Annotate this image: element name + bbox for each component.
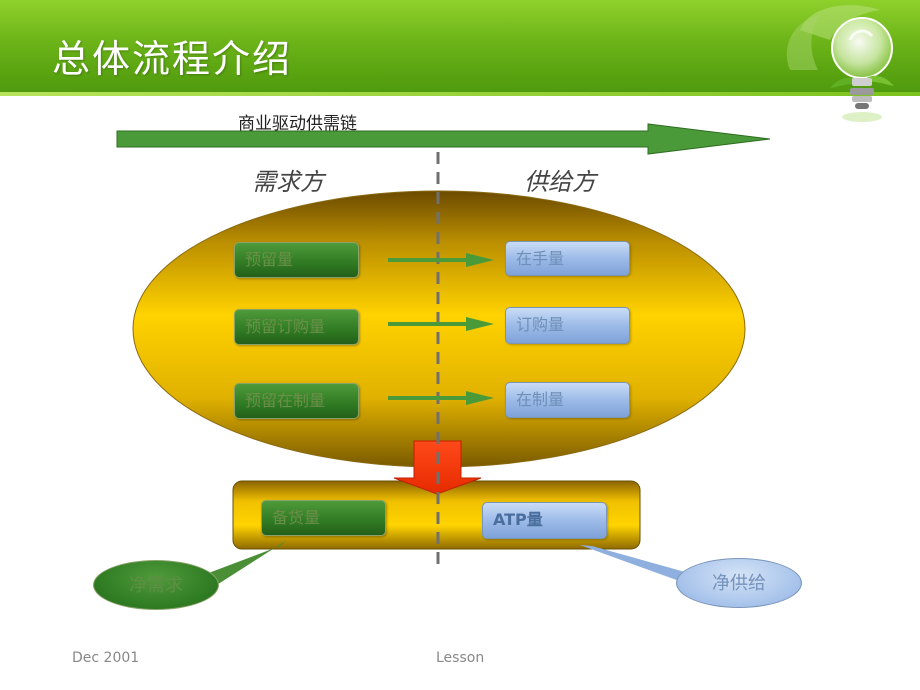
supply-item-on-hand: 在手量 — [505, 241, 630, 276]
footer-date: Dec 2001 — [72, 650, 140, 666]
business-flow-label: 商业驱动供需链 — [238, 114, 357, 134]
transfer-arrows — [388, 253, 494, 405]
light-bulb-icon — [786, 5, 894, 122]
transfer-arrow-2 — [388, 317, 494, 331]
net-supply-oval: 净供给 — [676, 558, 802, 608]
footer-lesson: Lesson — [436, 650, 485, 666]
demand-item-reserved-purchase: 预留订购量 — [234, 309, 359, 345]
business-flow-arrow — [116, 123, 771, 155]
header-underline — [0, 92, 920, 96]
slide-header — [0, 0, 920, 92]
net-demand-oval: 净需求 — [93, 560, 219, 610]
down-arrow — [393, 440, 482, 495]
supply-side-label: 供给方 — [524, 168, 596, 196]
demand-side-label: 需求方 — [252, 168, 324, 196]
stock-reserve-box: 备货量 — [261, 500, 386, 536]
supply-item-on-order: 订购量 — [505, 307, 630, 344]
demand-item-reserved-wip: 预留在制量 — [234, 383, 359, 419]
slide-title: 总体流程介绍 — [52, 37, 293, 81]
transfer-arrow-1 — [388, 253, 494, 267]
net-supply-connector — [580, 545, 685, 582]
supply-item-wip: 在制量 — [505, 382, 630, 418]
atp-quantity-box: ATP量 — [482, 502, 607, 539]
demand-item-reserved: 预留量 — [234, 242, 359, 278]
transfer-arrow-3 — [388, 391, 494, 405]
